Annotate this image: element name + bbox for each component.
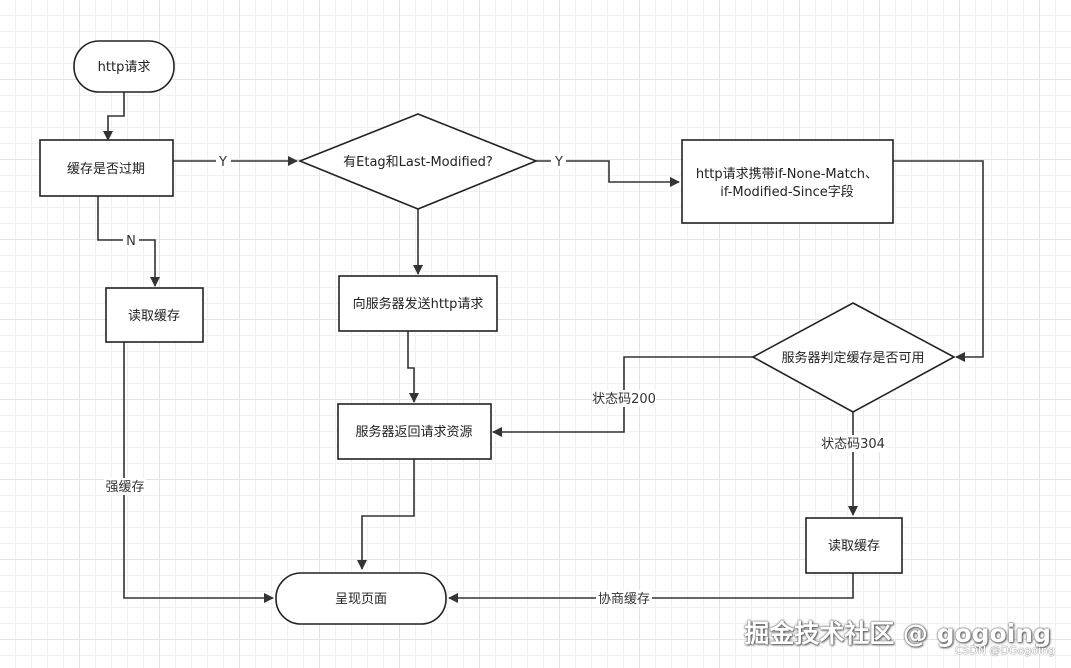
text-server-returns: 服务器返回请求资源 [355,424,472,440]
node-server-judges [751,302,956,413]
edge-return-to-render [357,459,415,570]
label-expired-yes: Y [218,155,227,170]
edge-strong-cache [123,342,274,603]
edge-headers-to-judge [893,160,984,362]
node-send-request [338,275,498,332]
label-status-200: 状态码200 [592,392,656,407]
watermark-sub: CSDN @DGogoing [954,644,1055,657]
edge-send-to-return [407,331,419,403]
text-read-cache-negotiated: 读取缓存 [828,539,880,554]
label-status-304: 状态码304 [821,437,885,452]
text-has-etag: 有Etag和Last-Modified? [343,155,493,170]
text-render-page: 呈现页面 [335,592,387,607]
node-has-etag [297,113,539,210]
watermark-main: 掘金技术社区 @ gogoing [744,619,1051,648]
label-strong-cache: 强缓存 [105,480,144,495]
text-request-headers-line1: http请求携带if-None-Match、 [696,166,878,182]
node-read-cache-negotiated [805,517,903,574]
label-negotiated-cache: 协商缓存 [598,592,650,607]
text-http-request: http请求 [98,60,151,75]
node-server-returns [337,403,492,460]
node-cache-expired [39,139,174,197]
edge-negotiated-cache [448,573,854,603]
text-request-headers-line2: if-Modified-Since字段 [720,185,854,200]
label-etag-yes: Y [554,155,563,170]
node-request-with-headers [681,139,894,224]
node-http-request [73,40,175,93]
edge-etag-yes [535,160,680,187]
text-read-cache-strong: 读取缓存 [128,309,180,324]
node-render-page [275,572,447,625]
text-send-request: 向服务器发送http请求 [353,296,484,312]
text-cache-expired: 缓存是否过期 [67,162,145,177]
text-server-judges: 服务器判定缓存是否可用 [781,350,924,366]
label-expired-no: N [126,234,136,249]
edge-start-to-expired [103,92,125,141]
node-read-cache-strong [105,287,204,343]
